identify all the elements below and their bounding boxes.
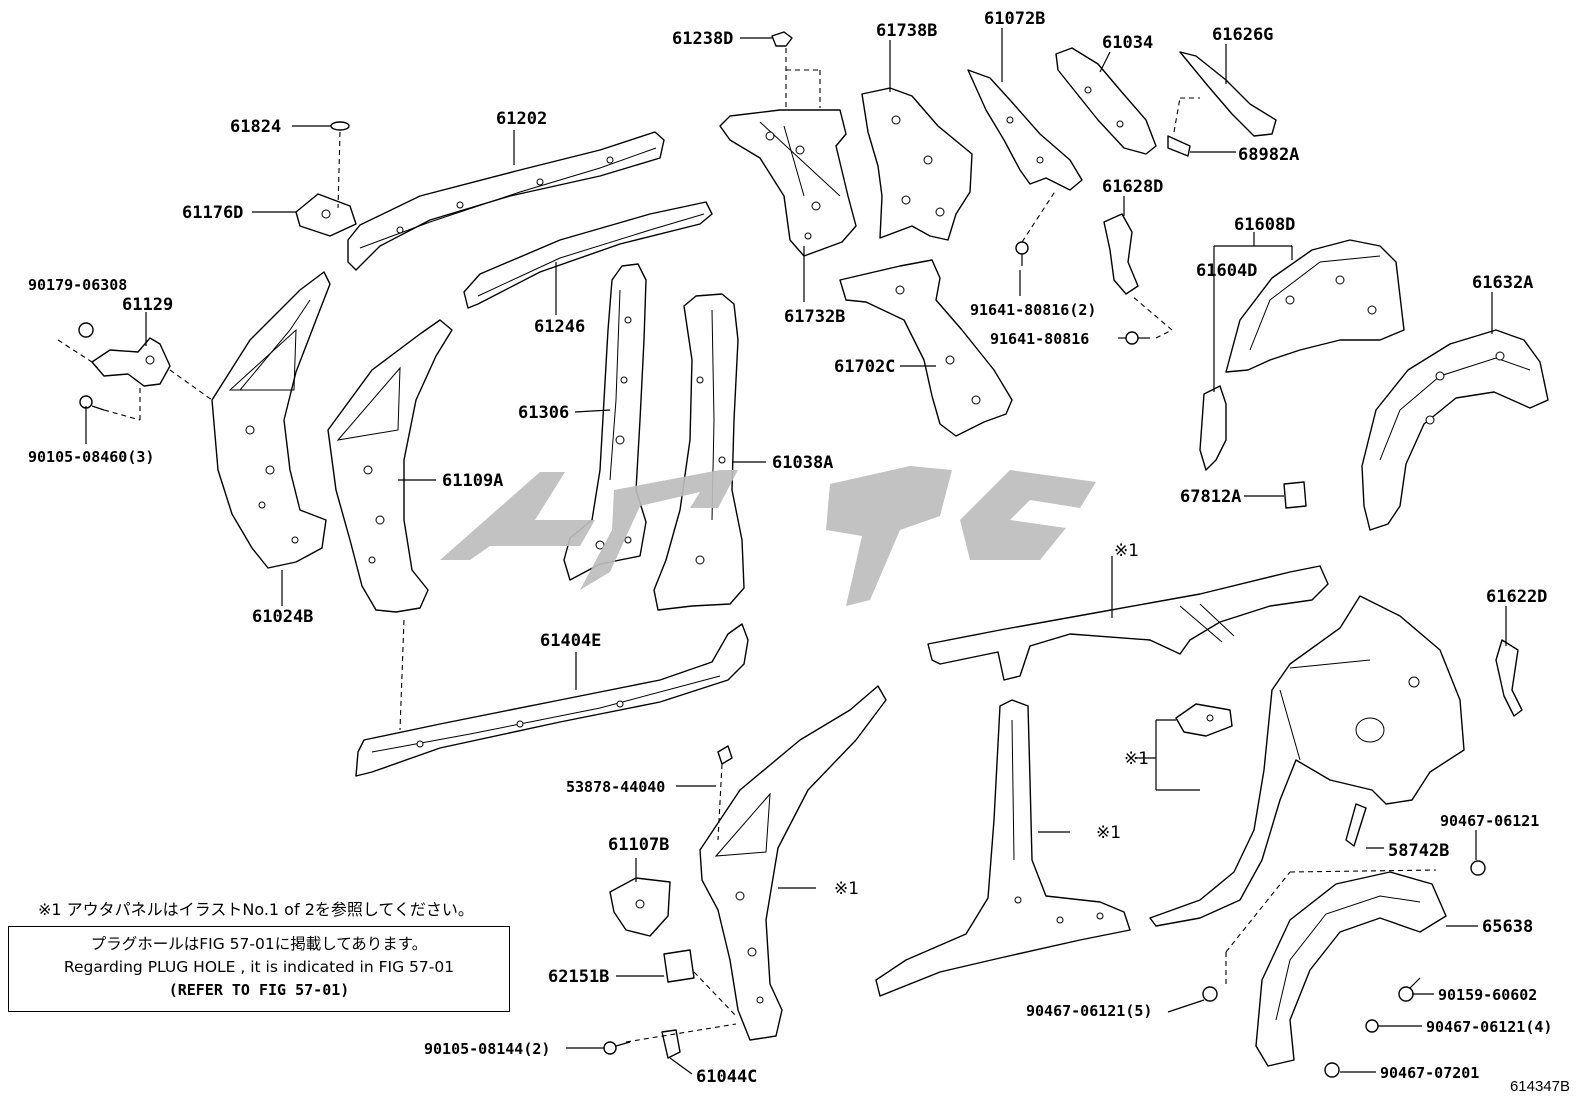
label-61622D[interactable]: 61622D [1486,587,1547,607]
label-61176D[interactable]: 61176D [182,203,243,223]
label-61024B[interactable]: 61024B [252,607,313,627]
ref-mark-quarter-bracket: ※1 [1124,749,1149,769]
part-61129[interactable] [91,337,171,387]
footnote: ※1 アウタパネルはイラストNo.1 of 2を参照してください。 [38,900,474,919]
ref-mark-center-pillar: ※1 [1096,823,1121,843]
part-61628D[interactable] [1103,213,1139,295]
watermark-logo [440,466,1096,606]
part-center-pillar-outer[interactable] [875,699,1131,997]
part-roof-side-outer[interactable] [927,565,1329,681]
ref-mark-roof-side: ※1 [1114,541,1139,561]
part-58742B[interactable] [1345,803,1367,847]
label-61072B[interactable]: 61072B [984,9,1045,29]
part-90467-06121-5[interactable] [1202,986,1218,1002]
part-62151B[interactable] [663,949,695,983]
label-61202[interactable]: 61202 [496,109,547,129]
part-90467-07201[interactable] [1324,1062,1340,1078]
label-61238D[interactable]: 61238D [672,29,733,49]
part-61024B[interactable] [211,271,331,569]
part-61176D[interactable] [295,193,357,237]
label-90467-06121[interactable]: 90467-06121 [1440,812,1539,830]
part-90467-06121-4[interactable] [1365,1019,1379,1033]
part-61202[interactable] [347,131,665,271]
label-61038A[interactable]: 61038A [772,453,833,473]
label-91641-80816-2[interactable]: 91641-80816(2) [970,301,1096,319]
label-90179-06308[interactable]: 90179-06308 [28,276,127,294]
label-61608D[interactable]: 61608D [1234,215,1295,235]
part-61632A[interactable] [1361,329,1549,531]
part-90179-06308[interactable] [78,322,94,338]
illustration-number: 614347B [1509,1078,1570,1095]
part-front-pillar-outer[interactable] [699,685,887,1041]
label-61034[interactable]: 61034 [1102,33,1153,53]
note-line-english: Regarding PLUG HOLE , it is indicated in… [63,958,455,976]
part-61072B[interactable] [967,69,1083,191]
label-61109A[interactable]: 61109A [442,471,503,491]
part-91641-80816[interactable] [1125,331,1150,345]
plug-hole-note-box: プラグホールはFIG 57-01に掲載してあります。 Regarding PLU… [8,926,510,1012]
part-61038A[interactable] [653,293,745,611]
part-90159-60602[interactable] [1398,977,1421,1002]
label-91641-80816[interactable]: 91641-80816 [990,330,1089,348]
part-61034[interactable] [1055,47,1157,155]
part-53878-44040[interactable] [717,745,733,765]
note-line-reference[interactable]: (REFER TO FIG 57-01) [168,981,350,999]
label-61632A[interactable]: 61632A [1472,273,1533,293]
label-61129[interactable]: 61129 [122,295,173,315]
part-quarter-panel-outer[interactable] [1149,595,1465,927]
label-61628D[interactable]: 61628D [1102,177,1163,197]
part-90467-06121[interactable] [1470,860,1486,876]
label-90159-60602[interactable]: 90159-60602 [1438,986,1537,1004]
label-90467-06121-5[interactable]: 90467-06121(5) [1026,1002,1152,1020]
label-67812A[interactable]: 67812A [1180,487,1241,507]
part-61404E[interactable] [355,623,749,777]
part-61622D[interactable] [1495,639,1523,717]
part-90105-08460[interactable] [79,395,105,411]
ref-mark-front-pillar: ※1 [834,879,859,899]
label-61702C[interactable]: 61702C [834,357,895,377]
part-61702C[interactable] [839,259,1013,437]
label-90105-08144-2[interactable]: 90105-08144(2) [424,1040,550,1058]
label-65638[interactable]: 65638 [1482,917,1533,937]
part-61107B[interactable] [609,877,671,937]
label-61044C[interactable]: 61044C [696,1067,757,1087]
part-61824[interactable] [330,121,350,131]
part-61604D[interactable] [1199,385,1227,471]
part-68982A[interactable] [1167,135,1191,157]
part-61626G[interactable] [1179,51,1277,137]
part-61109A[interactable] [327,319,453,613]
label-62151B[interactable]: 62151B [548,967,609,987]
note-line-japanese: プラグホールはFIG 57-01に掲載してあります。 [90,935,428,953]
label-61824[interactable]: 61824 [230,117,281,137]
notes-area: ※1 アウタパネルはイラストNo.1 of 2を参照してください。 プラグホール… [8,896,528,1012]
part-65638[interactable] [1255,871,1447,1067]
part-61044C[interactable] [661,1029,681,1059]
part-quarter-bracket[interactable] [1175,703,1233,737]
label-68982A[interactable]: 68982A [1238,145,1299,165]
label-61604D[interactable]: 61604D [1196,261,1257,281]
part-61238D[interactable] [771,31,793,47]
label-61626G[interactable]: 61626G [1212,25,1273,45]
label-53878-44040[interactable]: 53878-44040 [566,778,665,796]
label-90105-08460-3[interactable]: 90105-08460(3) [28,448,154,466]
label-61107B[interactable]: 61107B [608,835,669,855]
part-61738B[interactable] [861,87,973,241]
part-67812A[interactable] [1283,481,1307,509]
label-61306[interactable]: 61306 [518,403,569,423]
label-90467-07201[interactable]: 90467-07201 [1380,1064,1479,1082]
label-61246[interactable]: 61246 [534,317,585,337]
part-61732B[interactable] [719,109,857,257]
label-58742B[interactable]: 58742B [1388,841,1449,861]
part-61246[interactable] [463,201,713,309]
label-61732B[interactable]: 61732B [784,307,845,327]
part-91641-80816-upper[interactable] [1015,241,1029,266]
label-61404E[interactable]: 61404E [540,631,601,651]
part-90105-08144[interactable] [603,1041,631,1055]
label-61738B[interactable]: 61738B [876,21,937,41]
label-90467-06121-4[interactable]: 90467-06121(4) [1426,1018,1552,1036]
part-61608D[interactable] [1225,239,1405,373]
